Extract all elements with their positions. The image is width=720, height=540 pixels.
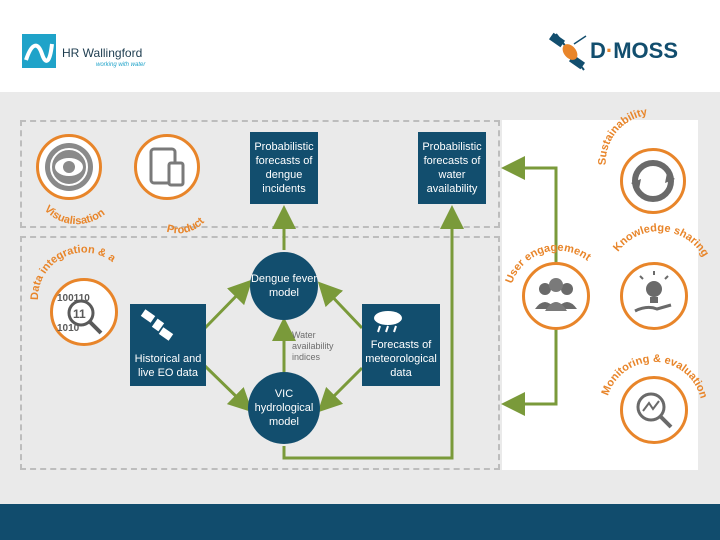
eo-data-box: Historical and live EO data [130, 304, 206, 386]
user-engagement-label: User engagement [504, 242, 594, 286]
binary-row-3: 1010 [57, 323, 80, 334]
dmoss-logo-text: D·MOSS [590, 38, 679, 63]
met-forecasts-box: Forecasts of meteorological data [362, 304, 440, 386]
hr-logo-name: HR Wallingford [62, 46, 143, 60]
eo-data-label: Historical and live EO data [134, 353, 202, 379]
knowledge-sharing-label: Knowledge sharing [611, 222, 711, 259]
visualisation-circle [36, 134, 102, 200]
bottom-dashed-group [20, 236, 500, 470]
hr-wallingford-logo: HR Wallingford working with water [22, 34, 146, 74]
satellite-mosquito-icon [548, 32, 587, 71]
satellite-icon [140, 309, 174, 341]
prob-dengue-box: Probabilistic forecasts of dengue incide… [250, 132, 318, 204]
dmoss-logo: D·MOSS [548, 30, 698, 78]
arrow-engagement-to-bottom [501, 328, 558, 416]
hr-wave-icon [22, 34, 56, 68]
met-forecasts-label: Forecasts of meteorological data [365, 339, 437, 379]
magnifier-chart-icon [636, 392, 673, 429]
top-dashed-group [20, 120, 500, 228]
sustainability-label: Sustainability [597, 106, 649, 165]
prob-water-box: Probabilistic forecasts of water availab… [418, 132, 486, 204]
arrow-eo-to-vic [203, 364, 253, 413]
arrow-vic-to-water [282, 205, 464, 460]
rain-cloud-icon [374, 311, 402, 333]
binary-row-2: 11 [73, 307, 86, 321]
knowledge-sharing-circle [620, 262, 688, 330]
binary-magnifier-icon: 100110 1010 11 [57, 293, 103, 335]
vic-model-node: VIC hydrological model [248, 372, 320, 444]
hr-logo-tagline: working with water [96, 62, 146, 68]
eye-icon [45, 143, 93, 191]
monitoring-label: Monitoring & evaluation [599, 353, 709, 400]
lightbulb-hand-icon [634, 271, 672, 313]
footer-bar [0, 504, 720, 540]
arrow-met-to-dengue [317, 281, 364, 330]
dengue-model-node: Dengue fever model [250, 252, 318, 320]
binary-row-1: 100110 [57, 293, 90, 304]
arrow-engagement-to-water [501, 156, 558, 262]
user-engagement-circle [522, 262, 590, 330]
header: HR Wallingford working with water D·MOSS [0, 0, 720, 92]
users-icon [535, 278, 577, 311]
arrow-met-to-vic [317, 366, 364, 413]
sustainability-circle [620, 148, 686, 214]
device-icon [149, 147, 185, 187]
water-indices-label: Water availability indices [292, 330, 334, 362]
product-circle [134, 134, 200, 200]
recycle-icon [631, 160, 675, 202]
monitoring-circle [620, 376, 688, 444]
data-integration-circle: 100110 1010 11 [50, 278, 118, 346]
arrow-eo-to-dengue [203, 279, 253, 330]
